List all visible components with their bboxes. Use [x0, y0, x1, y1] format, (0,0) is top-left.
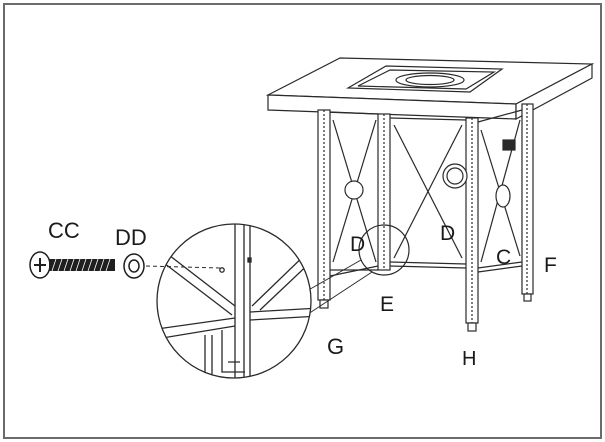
side-panel-right — [477, 109, 523, 269]
side-panel-left — [329, 111, 379, 271]
magnified-detail — [156, 223, 312, 379]
alignment-line — [145, 265, 221, 269]
label-h: H — [462, 348, 476, 370]
label-e: E — [380, 293, 394, 316]
leg-front-right — [465, 117, 479, 324]
label-g: G — [327, 334, 344, 359]
label-cc: CC — [48, 218, 80, 243]
part-labels: CC DD D D C E F G H — [48, 218, 557, 370]
detail-indicator-circle — [358, 224, 410, 276]
bottom-frame — [329, 265, 523, 277]
label-d-right: D — [440, 222, 455, 245]
label-f: F — [544, 254, 557, 277]
washer-dd — [123, 253, 145, 279]
diagram-frame — [3, 3, 602, 439]
front-panel — [389, 117, 468, 265]
leg-front-left — [317, 109, 331, 301]
table-top — [265, 57, 595, 121]
screw-cc — [29, 251, 115, 279]
label-dd: DD — [115, 225, 147, 250]
fire-table — [265, 57, 595, 332]
leg-back-right — [521, 103, 534, 295]
leg-front-middle — [377, 113, 391, 271]
label-d-left: D — [350, 233, 365, 256]
label-c: C — [496, 246, 511, 269]
